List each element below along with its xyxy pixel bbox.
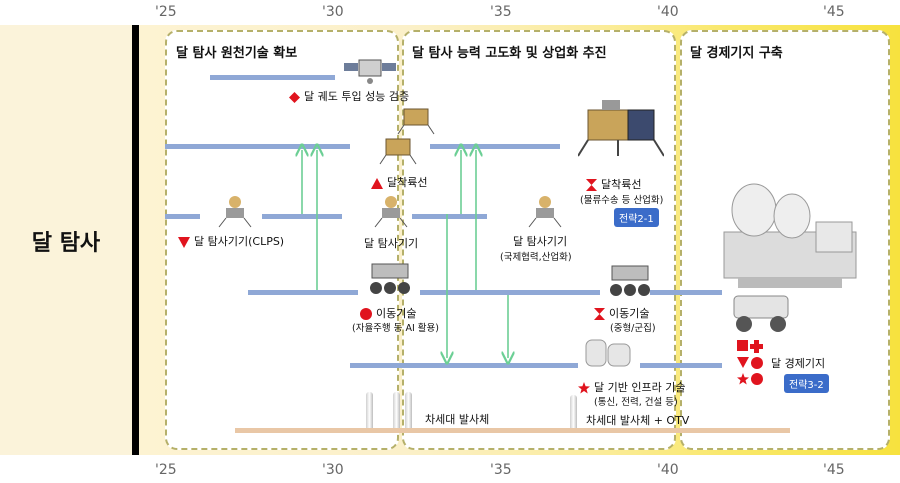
red-cross-icon — [750, 340, 763, 353]
year-label-2035-top: '35 — [490, 4, 512, 20]
rover-icon-2 — [610, 265, 650, 296]
year-label-2030-bottom: '30 — [322, 462, 344, 478]
landing-label-1: 달착륙선 — [371, 174, 427, 190]
red-circle-icon — [751, 373, 763, 385]
year-label-2040-bottom: '40 — [657, 462, 679, 478]
roadmap-line-mobility-a — [248, 290, 358, 295]
base-symbol-cluster — [737, 340, 763, 385]
year-label-2030-top: '30 — [322, 4, 344, 20]
launcher-label-2: 차세대 발사체 + OTV — [586, 414, 690, 427]
phase-title-1: 달 탐사 원천기술 확보 — [176, 46, 298, 61]
red-triangle-up-icon — [371, 177, 383, 189]
infra-label: 달 기반 인프라 기술 — [578, 379, 685, 395]
roadmap-line-infra-b — [640, 363, 722, 368]
lander-small-icon-1 — [397, 108, 435, 135]
mobility-label-1: 이동기술 — [360, 305, 416, 321]
roadmap-line-launcher — [235, 428, 790, 433]
rover-icon-1 — [370, 263, 410, 294]
launcher-label-1: 차세대 발사체 — [425, 413, 490, 426]
base-vehicle-icon — [733, 295, 789, 332]
year-label-2045-bottom: '45 — [823, 462, 845, 478]
phase-title-2: 달 탐사 능력 고도화 및 상업화 추진 — [412, 46, 607, 61]
roadmap-line-mobility-b — [420, 290, 600, 295]
explorer-sublabel-3: (국제협력,산업화) — [500, 252, 572, 263]
red-star-icon — [578, 382, 590, 394]
roadmap-line-infra-a — [350, 363, 578, 368]
red-triangle-down-icon — [178, 236, 190, 248]
launch-pillar-3 — [405, 392, 412, 428]
year-label-2040-top: '40 — [657, 4, 679, 20]
roadmap-line-landing-a — [165, 144, 350, 149]
red-hourglass-icon — [594, 308, 605, 320]
sidebar-divider — [132, 25, 139, 455]
lunar-base-icon — [723, 183, 857, 288]
roadmap-line-explorer-a — [165, 214, 200, 219]
lander-large-icon — [578, 100, 664, 157]
landing-sublabel-2: (물류수송 등 산업화) — [580, 195, 664, 206]
sidebar-panel — [0, 25, 132, 455]
roadmap-line-orbit — [210, 75, 335, 80]
year-label-2035-bottom: '35 — [490, 462, 512, 478]
phase-box-1 — [165, 30, 399, 450]
phase-title-3: 달 경제기지 구축 — [690, 46, 783, 61]
base-label: 달 경제기지 — [771, 357, 826, 370]
landing-label-2: 달착륙선 — [586, 176, 641, 192]
mobility-label-2: 이동기술 — [594, 305, 649, 321]
year-label-2025-bottom: '25 — [155, 462, 177, 478]
lander-small-icon-2 — [379, 138, 417, 165]
red-star-icon — [737, 373, 749, 385]
explorer-icon-2 — [374, 196, 408, 228]
red-triangle-down-icon — [737, 357, 749, 368]
strategy-badge-2-1: 전략2-1 — [614, 208, 659, 227]
red-hourglass-icon — [586, 179, 597, 191]
roadmap-line-explorer-b — [262, 214, 342, 219]
red-square-icon — [737, 340, 748, 351]
mobility-sublabel-2: (중형/군집) — [610, 323, 656, 334]
strategy-badge-3-2: 전략3-2 — [784, 374, 829, 393]
year-label-2045-top: '45 — [823, 4, 845, 20]
launch-pillar-2 — [393, 392, 400, 428]
mobility-sublabel-1: (자율주행 등 AI 활용) — [352, 323, 439, 334]
sidebar-title: 달 탐사 — [31, 231, 101, 256]
roadmap-line-mobility-c — [650, 290, 722, 295]
launch-pillar-1 — [366, 392, 373, 428]
explorer-label-3: 달 탐사기기 — [513, 235, 568, 248]
explorer-icon-1 — [218, 196, 252, 228]
orbit-label: 달 궤도 투입 성능 검증 — [289, 88, 409, 104]
year-label-2025-top: '25 — [155, 4, 177, 20]
explorer-clps-label: 달 탐사기기(CLPS) — [178, 233, 284, 249]
infra-sublabel: (통신, 전력, 건설 등) — [594, 397, 678, 408]
red-diamond-icon — [289, 91, 300, 103]
red-circle-icon — [360, 308, 372, 320]
red-circle-icon — [751, 357, 763, 369]
roadmap-line-landing-b — [430, 144, 560, 149]
roadmap-line-explorer-c — [412, 214, 487, 219]
infra-module-icon — [585, 339, 631, 367]
explorer-icon-3 — [528, 196, 562, 228]
explorer-label-2: 달 탐사기기 — [364, 237, 419, 250]
launch-pillar-4 — [570, 395, 577, 428]
orbiter-icon — [344, 59, 396, 84]
